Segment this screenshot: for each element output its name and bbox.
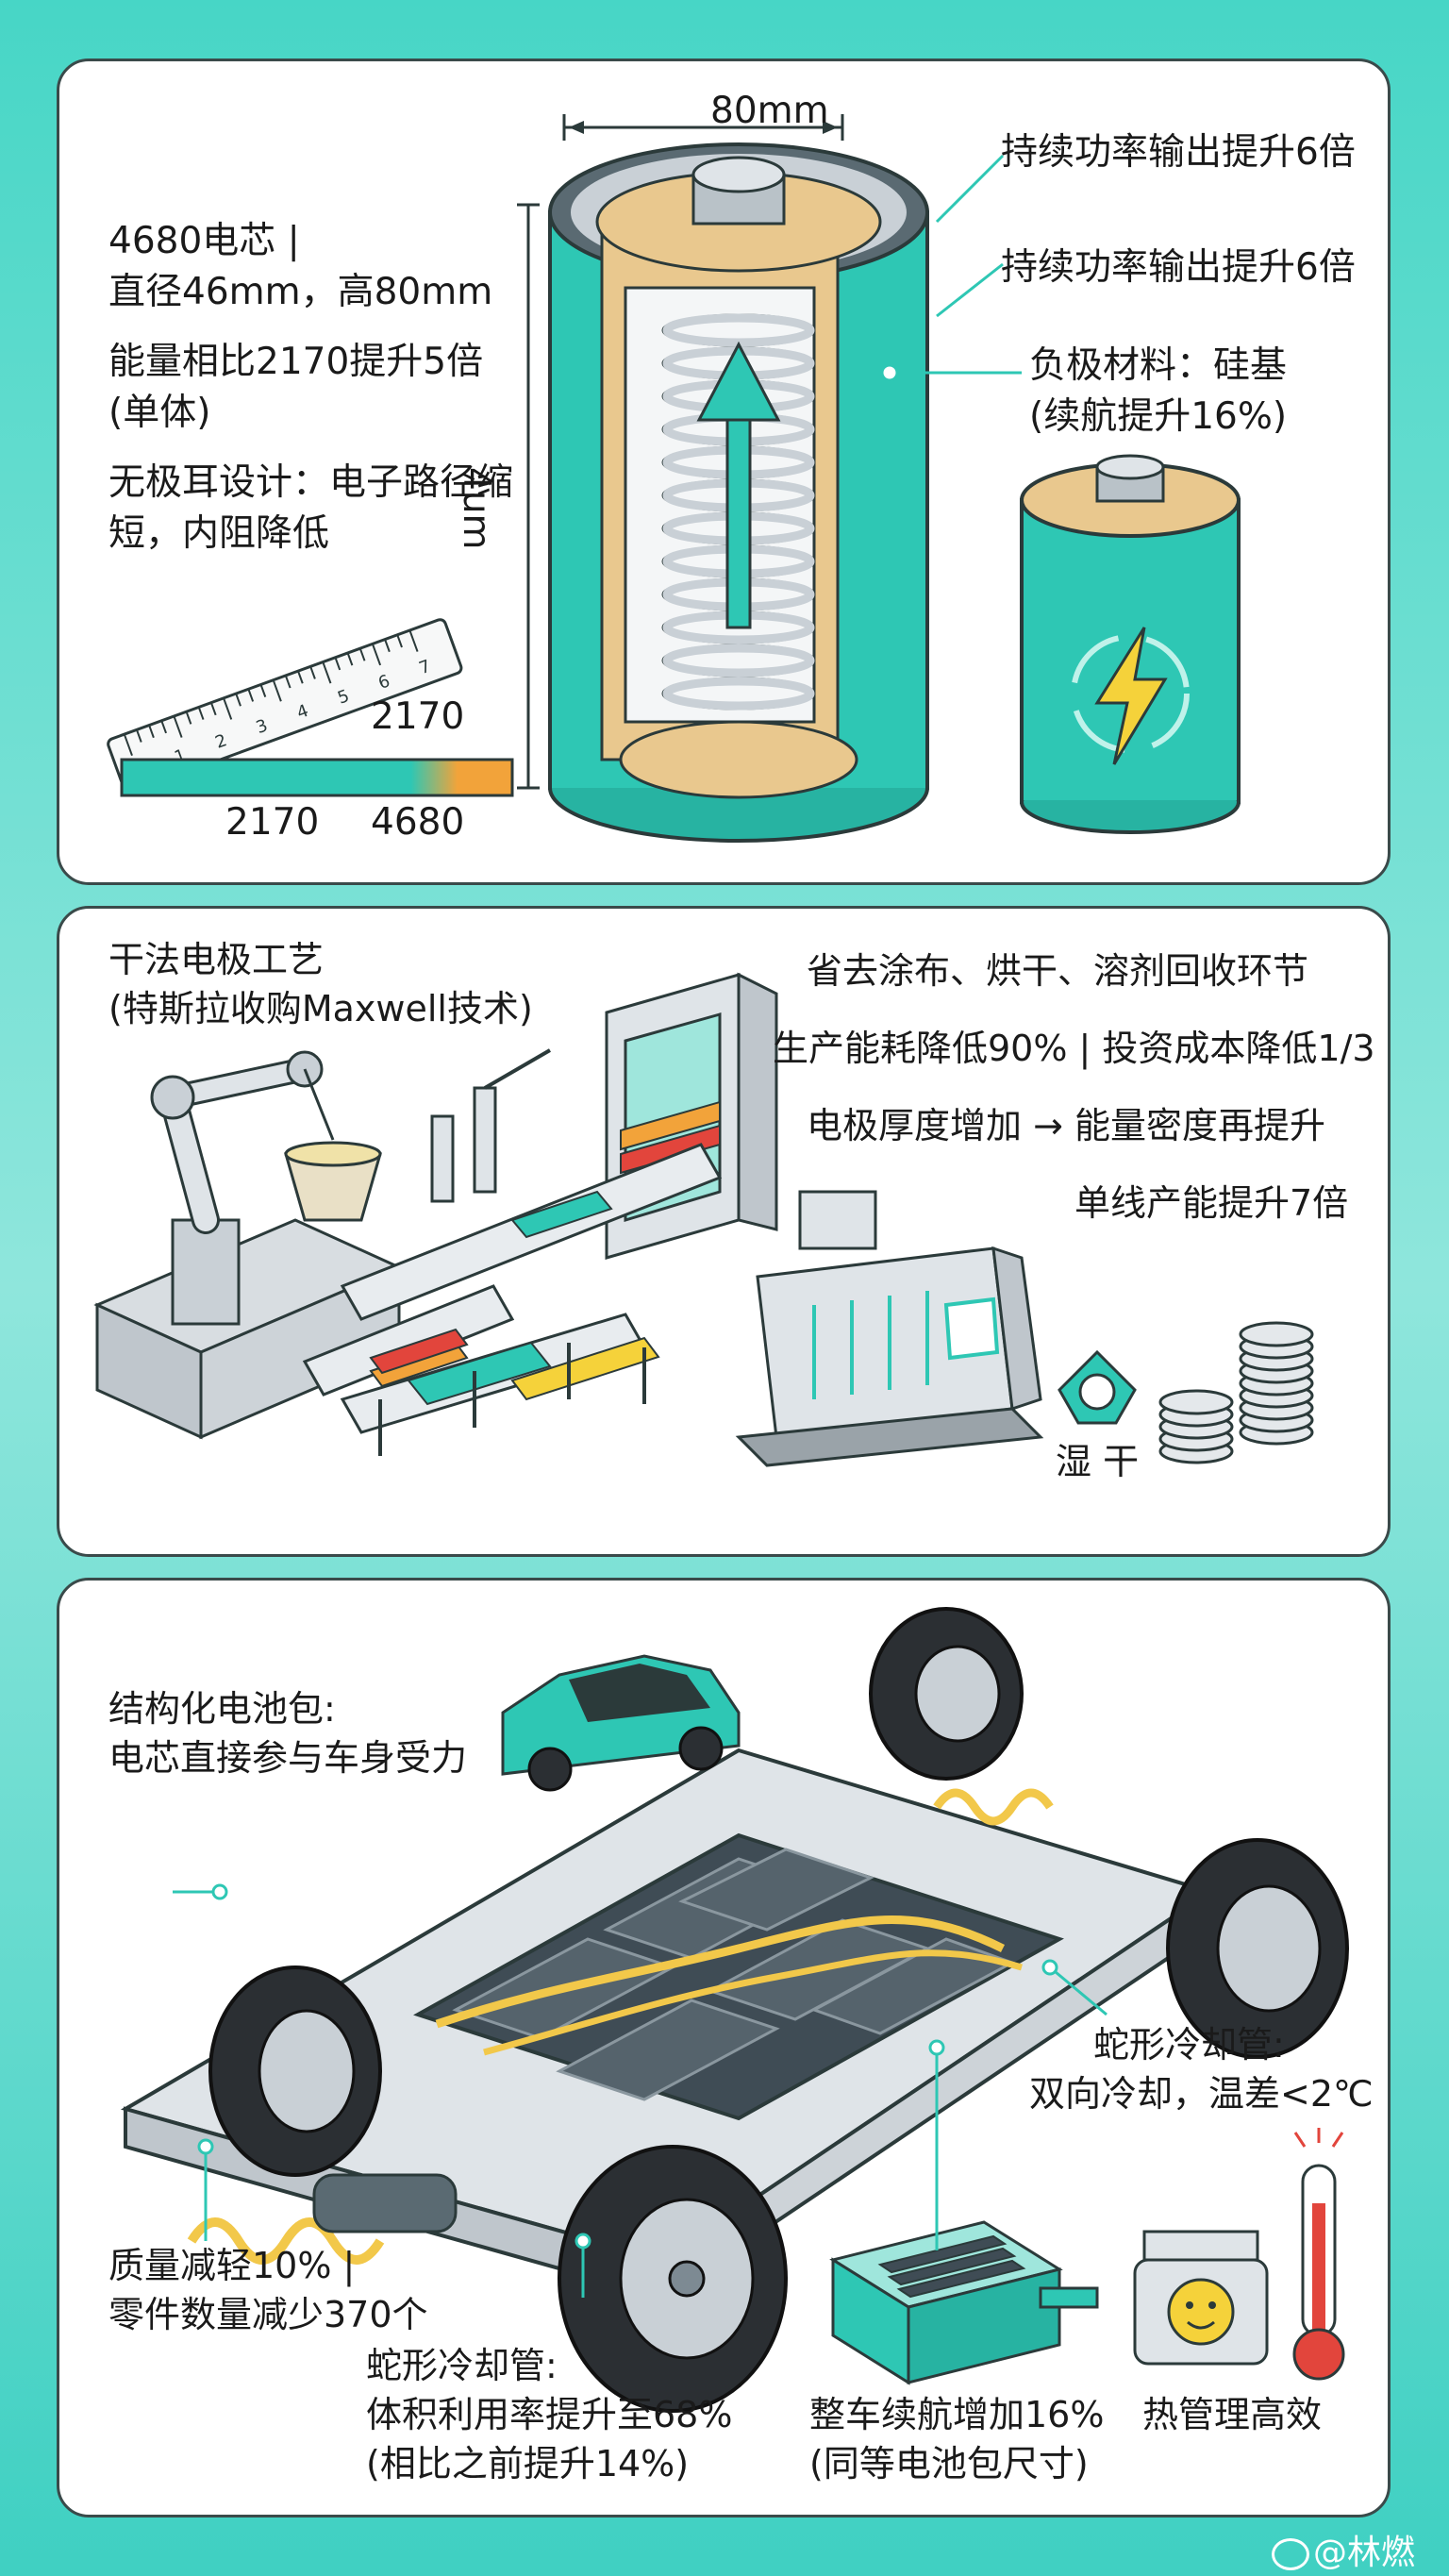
power-callout-1: 持续功率输出提升6倍 (1001, 131, 1356, 174)
conveyor-belt-icon (302, 1048, 723, 1456)
cell-illustration: 01234567 (107, 114, 1241, 843)
recycle-icon (1058, 1349, 1137, 1425)
bar-label-4680: 4680 (371, 801, 465, 844)
dimension-width: 80mm (710, 90, 829, 132)
power-callout-2: 持续功率输出提升6倍 (1001, 246, 1356, 289)
wheel-icon (208, 1607, 1349, 2413)
bar-label-2170: 2170 (225, 801, 320, 844)
car-icon (501, 1654, 741, 1792)
dry-line-3: 电极厚度增加 → 能量密度再提升 (807, 1105, 1325, 1146)
cooling-label-2: 双向冷却，温差<2℃ (1029, 2073, 1374, 2115)
cell-title: 4680电芯 | (108, 220, 300, 262)
anode-callout-1: 负极材料：硅基 (1029, 344, 1288, 387)
dry-title-2: (特斯拉收购Maxwell技术) (108, 988, 533, 1029)
cooling-label-1: 蛇形冷却管: (1093, 2024, 1285, 2066)
robot-arm-icon (150, 1050, 382, 1326)
coin-stack-icon (1158, 1321, 1314, 1464)
energy-line-2: (单体) (108, 392, 211, 434)
dry-line-4: 单线产能提升7倍 (1074, 1182, 1349, 1224)
bar-label-top: 2170 (371, 695, 465, 738)
pack-label-2: 电芯直接参与车身受力 (108, 1737, 468, 1779)
volume-label-2: 体积利用率提升至68% (366, 2394, 733, 2435)
coating-machine-icon (605, 972, 778, 1260)
coolant-pump-icon (829, 2220, 1099, 2385)
volume-label-3: (相比之前提升14%) (366, 2443, 690, 2484)
footer-handle-text: @林燃 (1313, 2534, 1416, 2572)
structural-pack-panel: 结构化电池包: 电芯直接参与车身受力 蛇形冷却管: 双向冷却，温差<2℃ 质量减… (57, 1578, 1391, 2517)
range-label-1: 整车续航增加16% (809, 2394, 1105, 2435)
dry-title-1: 干法电极工艺 (108, 939, 325, 980)
chassis-illustration (120, 1607, 1349, 2413)
charging-battery-icon (1020, 454, 1241, 834)
range-label-2: (同等电池包尺寸) (809, 2443, 1089, 2484)
dry-machine-icon (735, 1190, 1044, 1467)
footer-handle: @林燃 (1272, 2525, 1415, 2574)
mass-label-1: 质量减轻10% | (108, 2245, 356, 2286)
weibo-icon (1272, 2538, 1309, 2570)
wet-dry-label: 湿 干 (1056, 1441, 1140, 1482)
energy-line-1: 能量相比2170提升5倍 (108, 341, 484, 383)
comparison-bar (120, 758, 514, 797)
mass-label-2: 零件数量减少370个 (108, 2294, 428, 2335)
dry-line-2: 生产能耗降低90% | 投资成本降低1/3 (773, 1028, 1375, 1069)
anode-callout-2: (续航提升16%) (1029, 395, 1288, 438)
scale-icon (1133, 2230, 1269, 2366)
volume-label-1: 蛇形冷却管: (366, 2345, 558, 2386)
dry-process-panel: 干法电极工艺 (特斯拉收购Maxwell技术) 省去涂布、烘干、溶剂回收环节 生… (57, 906, 1391, 1557)
thermal-label: 热管理高效 (1142, 2394, 1323, 2435)
tabless-line-2: 短，内阻降低 (108, 512, 330, 555)
dry-line-1: 省去涂布、烘干、溶剂回收环节 (807, 950, 1309, 992)
cell-panel: 01234567 80mm 4um 4680电芯 | 直径46m (57, 59, 1391, 885)
cell-size: 直径46mm，高80mm (108, 271, 493, 313)
cutaway-cell (548, 142, 929, 843)
pack-label-1: 结构化电池包: (108, 1688, 336, 1730)
thermometer-icon (1292, 2128, 1345, 2381)
tabless-line-1: 无极耳设计：电子路径缩 (108, 461, 514, 504)
factory-illustration (93, 972, 1314, 1467)
